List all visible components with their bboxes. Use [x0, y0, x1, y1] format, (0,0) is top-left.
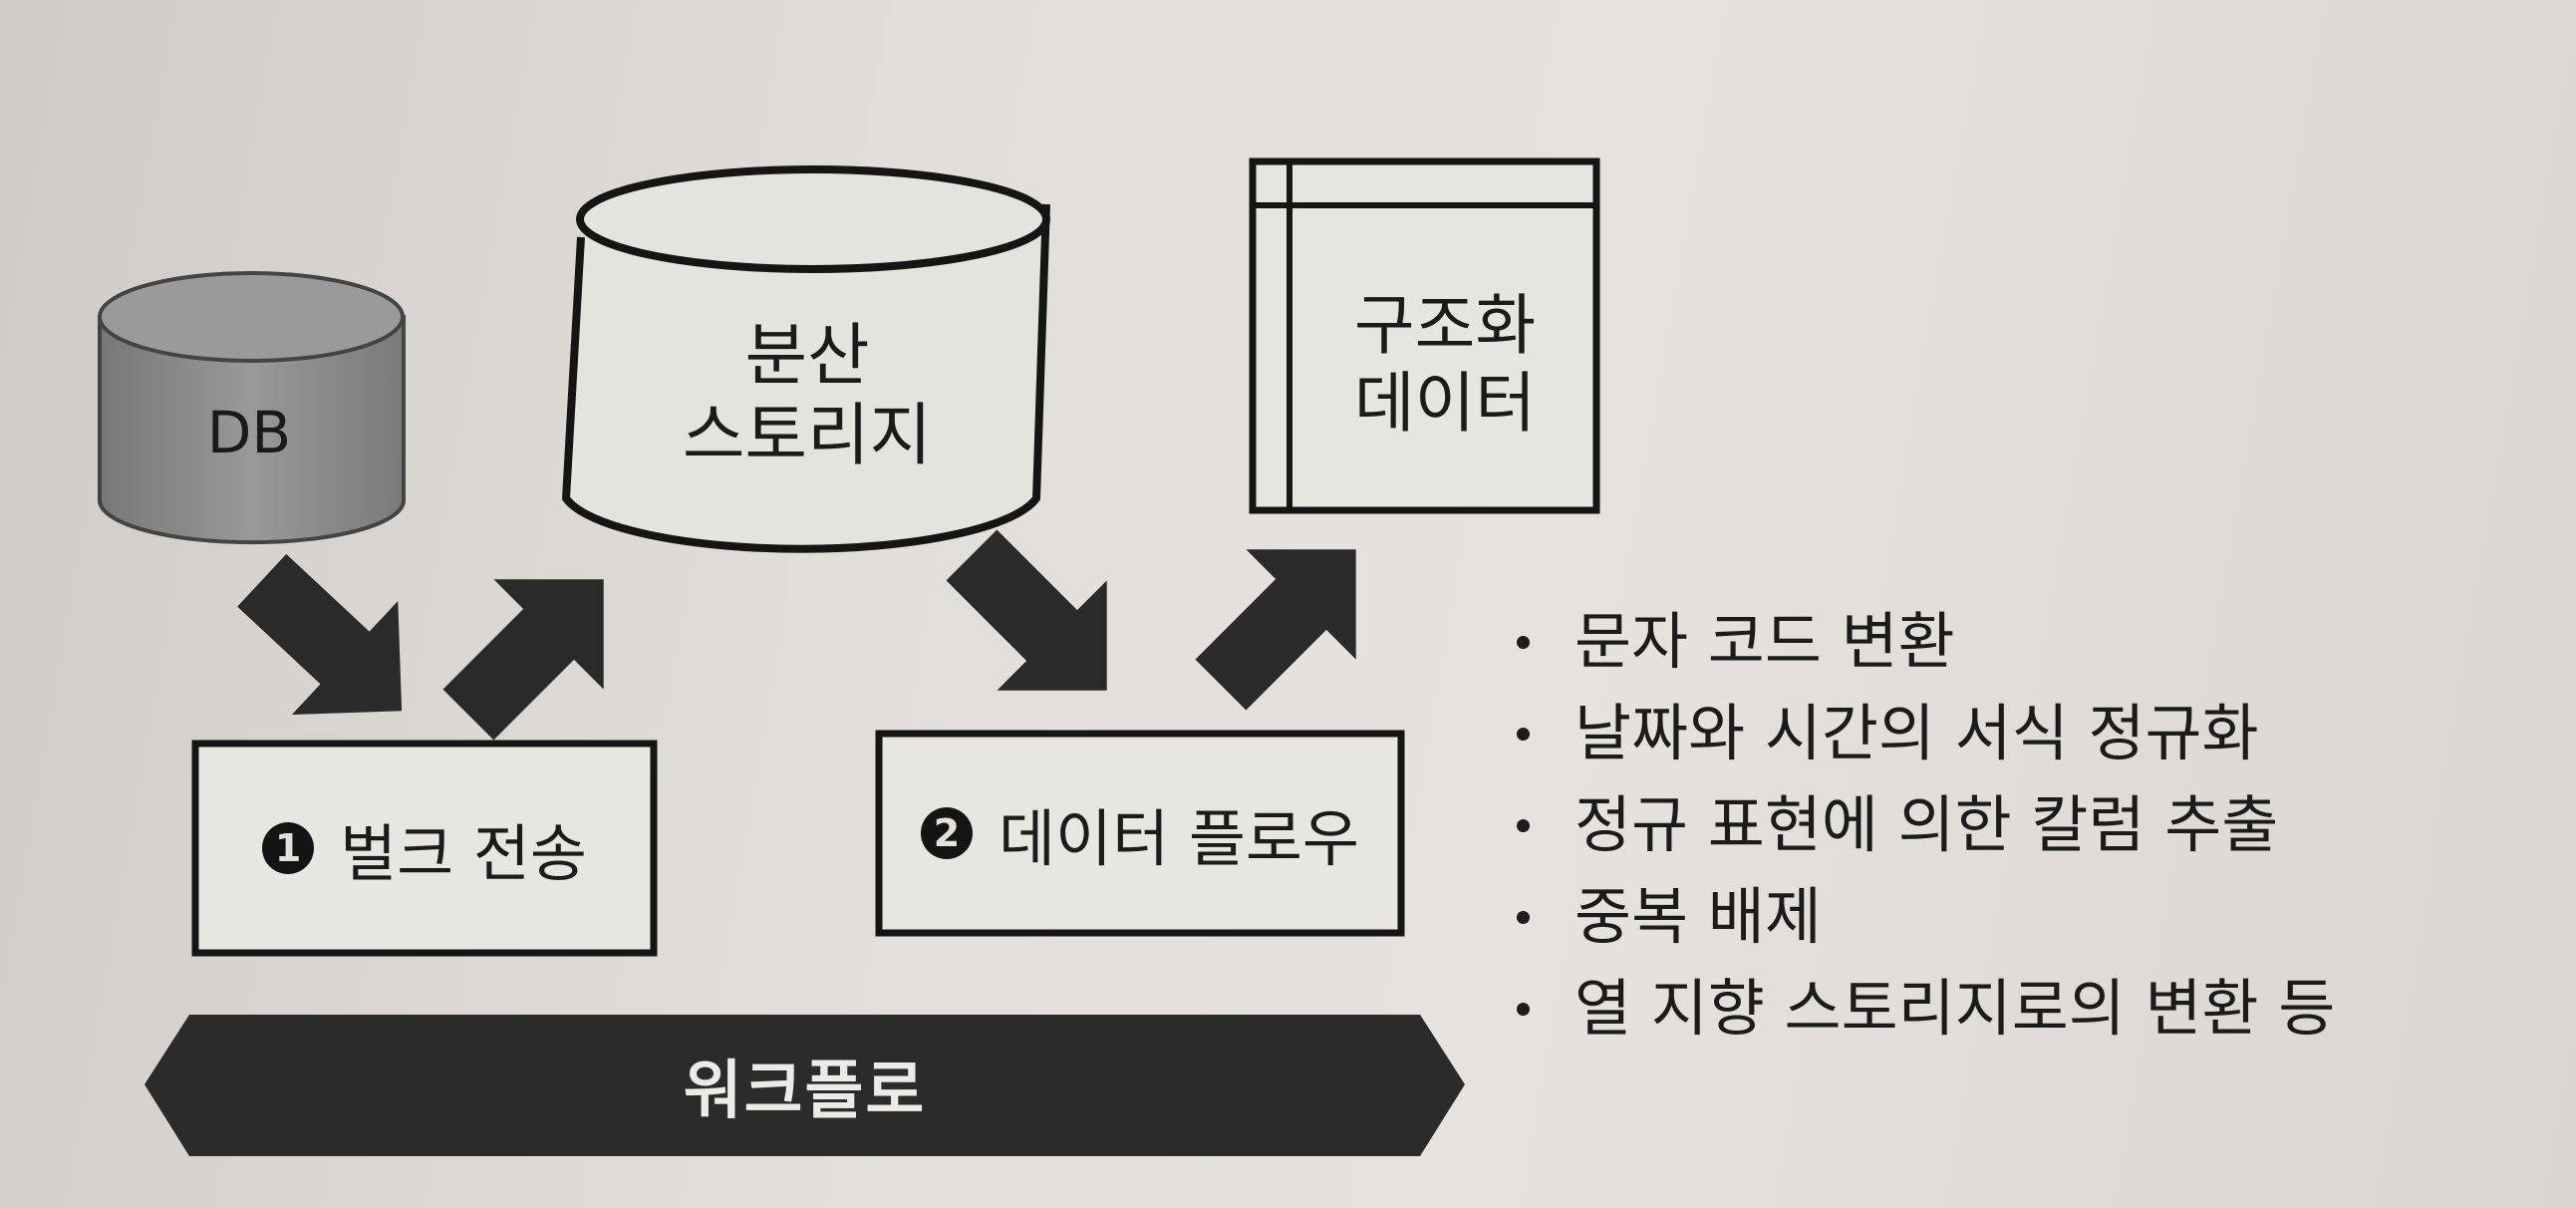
list-item-text: 중복 배제 [1574, 880, 1822, 953]
workflow-label: 워크플로 [683, 1055, 927, 1128]
step2-label: 데이터 플로우 [999, 802, 1359, 875]
arrow-step1-to-storage [413, 524, 659, 770]
processing-steps-list: 문자 코드 변환 날짜와 시간의 서식 정규화 정규 표현에 의한 칼럼 추출 … [1495, 596, 2335, 1055]
db-label: DB [206, 399, 292, 466]
bullet-dot-icon [1517, 728, 1530, 741]
step1-number-badge: 1 [262, 822, 315, 874]
db-cylinder [98, 271, 406, 545]
list-item: 날짜와 시간의 서식 정규화 [1495, 688, 2335, 779]
structured-label-line1: 구조화 [1353, 287, 1537, 364]
bullet-dot-icon [1517, 1003, 1530, 1016]
list-item-text: 날짜와 시간의 서식 정규화 [1574, 697, 2259, 769]
list-item: 문자 코드 변환 [1495, 596, 2335, 688]
step2-data-flow: 2 데이터 플로우 [879, 734, 1401, 933]
bullet-dot-icon [1517, 819, 1530, 832]
bullet-dot-icon [1517, 911, 1530, 924]
step1-label: 벌크 전송 [340, 817, 587, 890]
structured-data-document [1249, 157, 1600, 514]
arrow-db-to-step1 [208, 523, 455, 768]
step1-bulk-transfer: 1 벌크 전송 [195, 744, 654, 953]
workflow-bar [144, 1015, 1465, 1156]
list-item-text: 정규 표현에 의한 칼럼 추출 [1574, 788, 2279, 861]
list-item-text: 문자 코드 변환 [1574, 605, 1955, 678]
structured-data-label: 구조화 데이터 [1295, 287, 1594, 443]
storage-label-line2: 스토리지 [682, 397, 933, 476]
list-item: 중복 배제 [1495, 871, 2335, 963]
list-item-text: 열 지향 스토리지로의 변환 등 [1574, 972, 2336, 1045]
step2-number-badge: 2 [921, 807, 974, 859]
structured-label-line2: 데이터 [1353, 364, 1537, 442]
bullet-dot-icon [1517, 636, 1530, 649]
storage-label: 분산 스토리지 [573, 317, 1041, 476]
storage-label-line1: 분산 [744, 317, 870, 396]
arrow-step2-to-structured [1165, 494, 1411, 741]
list-item: 정규 표현에 의한 칼럼 추출 [1495, 779, 2335, 871]
list-item: 열 지향 스토리지로의 변환 등 [1495, 963, 2335, 1055]
storage-cylinder [561, 165, 1050, 553]
